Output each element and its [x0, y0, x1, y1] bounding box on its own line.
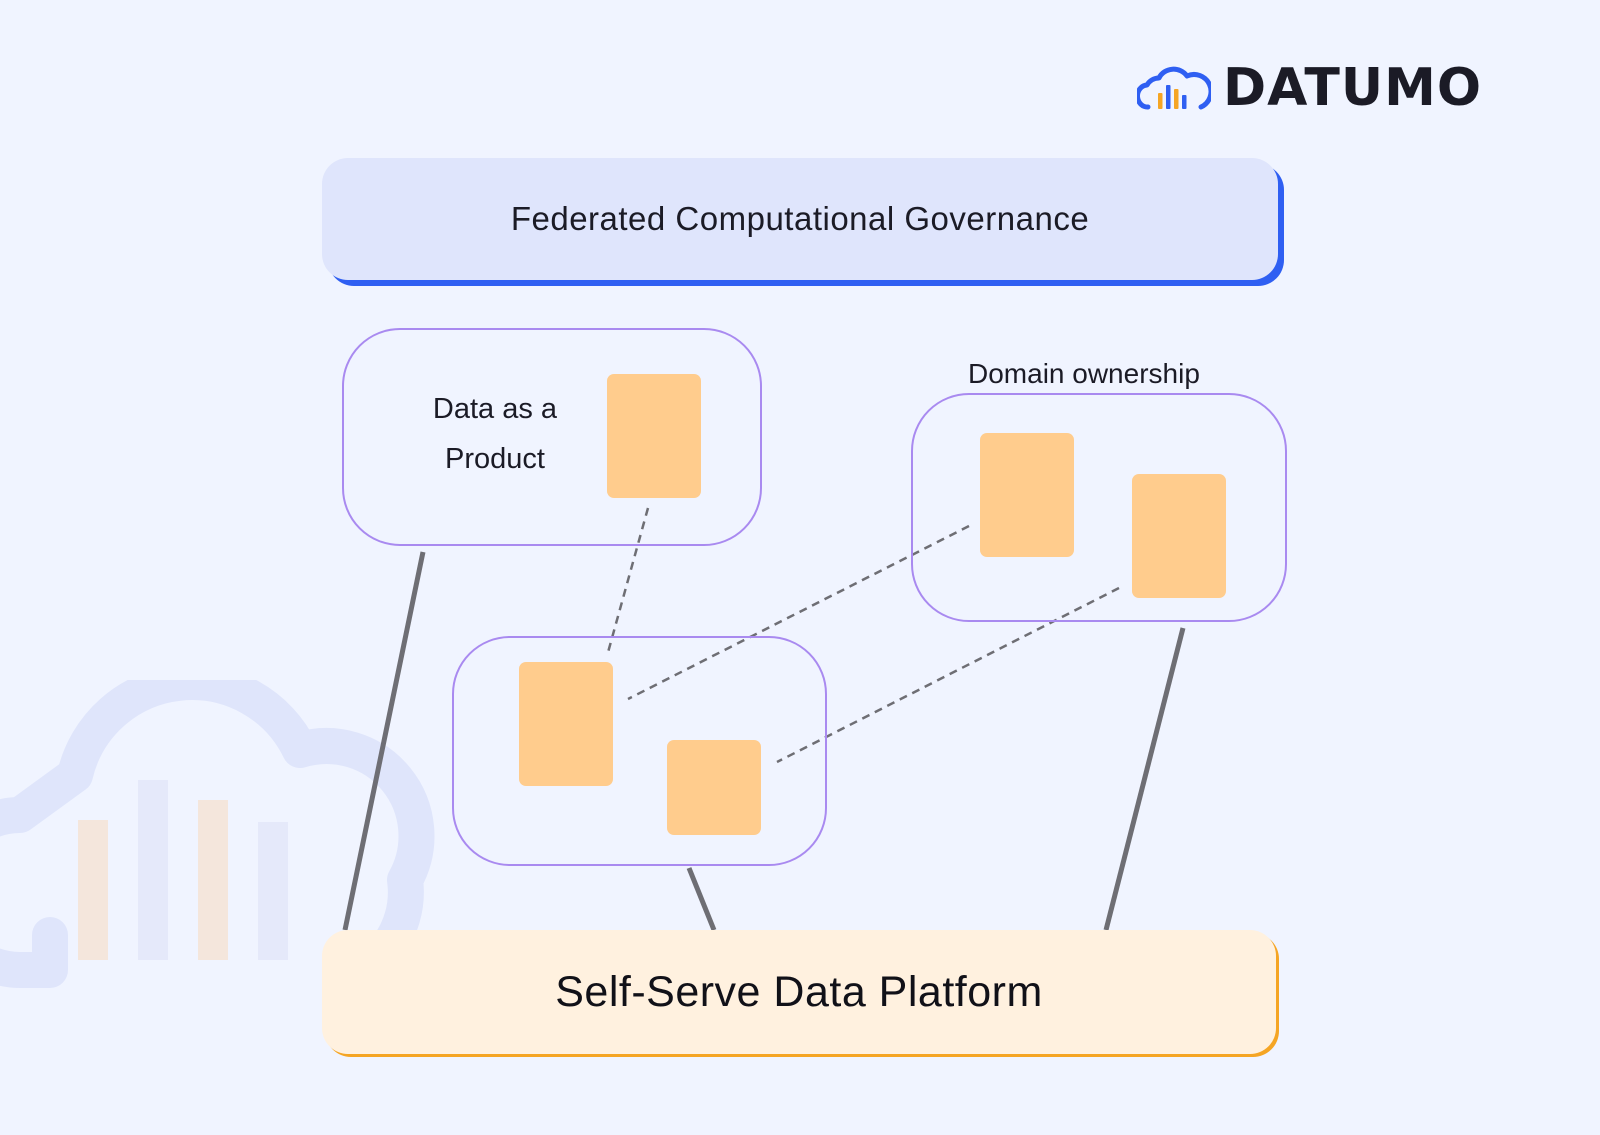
center-card-1	[519, 662, 613, 786]
platform-layer: Self-Serve Data Platform	[322, 930, 1276, 1054]
background-cloud-icon	[0, 680, 435, 988]
data-product-label: Data as a Product	[405, 384, 585, 484]
cloud-logo-icon	[1137, 66, 1211, 110]
governance-layer: Federated Computational Governance	[322, 158, 1278, 280]
data-product-label-line2: Product	[445, 443, 545, 475]
domain-ownership-box	[911, 393, 1287, 622]
dashed-link-product-card	[605, 507, 650, 657]
data-product-card	[607, 374, 701, 498]
data-product-label-line1: Data as a	[432, 393, 558, 425]
domain-ownership-label: Domain ownership	[968, 358, 1200, 389]
center-card-2	[667, 740, 761, 835]
brand-name: DATUMO	[1223, 58, 1483, 118]
domain-card-1	[980, 433, 1074, 557]
data-product-domain	[342, 328, 762, 546]
connector-product-to-platform	[342, 551, 426, 931]
datumo-logo: DATUMO	[1137, 62, 1482, 114]
connector-center-to-platform	[686, 867, 717, 931]
center-domain-box	[452, 636, 827, 866]
domain-card-2	[1132, 474, 1226, 598]
connector-domain-to-platform	[1103, 627, 1186, 931]
platform-label: Self-Serve Data Platform	[555, 967, 1043, 1016]
governance-label: Federated Computational Governance	[510, 200, 1090, 237]
dashed-link-domain-card-2	[776, 586, 1120, 764]
